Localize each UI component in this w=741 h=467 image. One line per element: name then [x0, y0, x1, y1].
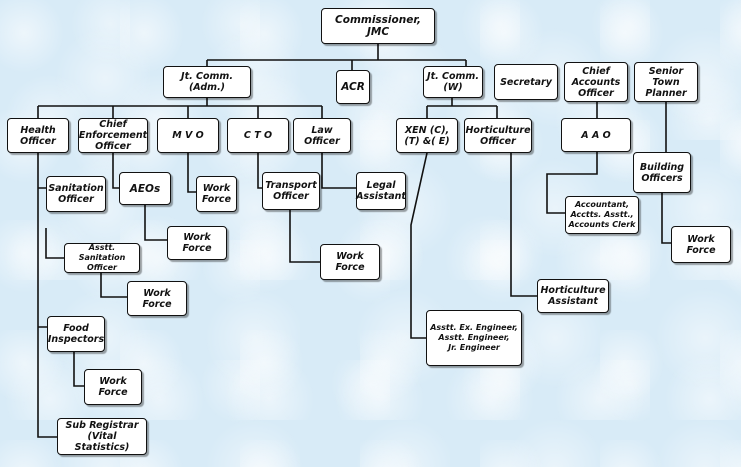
health-officer-box: Health Officer — [7, 118, 69, 153]
connector-enforcement — [112, 153, 119, 189]
secretary-box: Secretary — [494, 64, 558, 100]
engineers-group-box: Asstt. Ex. Engineer, Asstt. Engineer, Jr… — [426, 310, 522, 366]
connector-health — [37, 153, 57, 438]
sanitation-work-force-box: Work Force — [127, 281, 187, 316]
aeos-box: AEOs — [119, 172, 171, 205]
accountant-group-box: Accountant, Acctts. Asstt., Accounts Cle… — [565, 196, 639, 234]
transport-officer-box: Transport Officer — [262, 172, 320, 210]
connector-xen — [410, 152, 428, 339]
asstt-sanitation-officer-box: Asstt. Sanitation Officer — [64, 243, 140, 273]
connector-transport — [289, 210, 320, 263]
connector-cto — [257, 153, 262, 189]
connector-food — [73, 352, 84, 387]
sanitation-officer-box: Sanitation Officer — [46, 176, 106, 212]
connector-asstt-sanitation — [100, 273, 127, 298]
food-work-force-box: Work Force — [84, 369, 142, 405]
building-officers-box: Building Officers — [633, 152, 691, 193]
chief-accounts-officer-box: Chief Accounts Officer — [564, 62, 628, 102]
building-work-force-box: Work Force — [671, 226, 731, 263]
transport-work-force-box: Work Force — [320, 244, 380, 280]
aao-box: A A O — [561, 118, 631, 152]
connector-building — [661, 193, 671, 244]
mvo-box: M V O — [157, 118, 219, 153]
horticulture-assistant-box: Horticulture Assistant — [537, 279, 609, 313]
sub-registrar-box: Sub Registrar (Vital Statistics) — [57, 418, 147, 455]
jt-comm-adm-box: Jt. Comm. (Adm.) — [163, 66, 251, 98]
connector-commissioner — [206, 44, 467, 70]
acr-box: ACR — [336, 70, 370, 104]
connector-law — [321, 153, 356, 189]
connector-horticulture — [510, 153, 537, 297]
connector-aeos — [144, 205, 167, 241]
law-officer-box: Law Officer — [293, 118, 351, 153]
senior-town-planner-box: Senior Town Planner — [634, 62, 698, 102]
connector-jt-comm-w — [426, 98, 498, 118]
jt-comm-w-box: Jt. Comm. (W) — [423, 66, 483, 98]
connector-sanitation — [45, 228, 64, 259]
mvo-work-force-box: Work Force — [196, 176, 237, 212]
horticulture-officer-box: Horticulture Officer — [464, 118, 532, 153]
aeos-work-force-box: Work Force — [167, 226, 227, 260]
legal-assistant-box: Legal Assistant — [356, 172, 406, 210]
connector-jt-comm-adm — [37, 98, 323, 118]
commissioner-box: Commissioner, JMC — [321, 8, 435, 44]
connector-mvo — [187, 153, 196, 193]
chief-enforcement-officer-box: Chief Enforcement Officer — [78, 118, 148, 153]
connector-aao — [546, 152, 598, 214]
cto-box: C T O — [227, 118, 289, 153]
food-inspectors-box: Food Inspectors — [47, 316, 105, 352]
xen-box: XEN (C), (T) &( E) — [396, 118, 458, 153]
